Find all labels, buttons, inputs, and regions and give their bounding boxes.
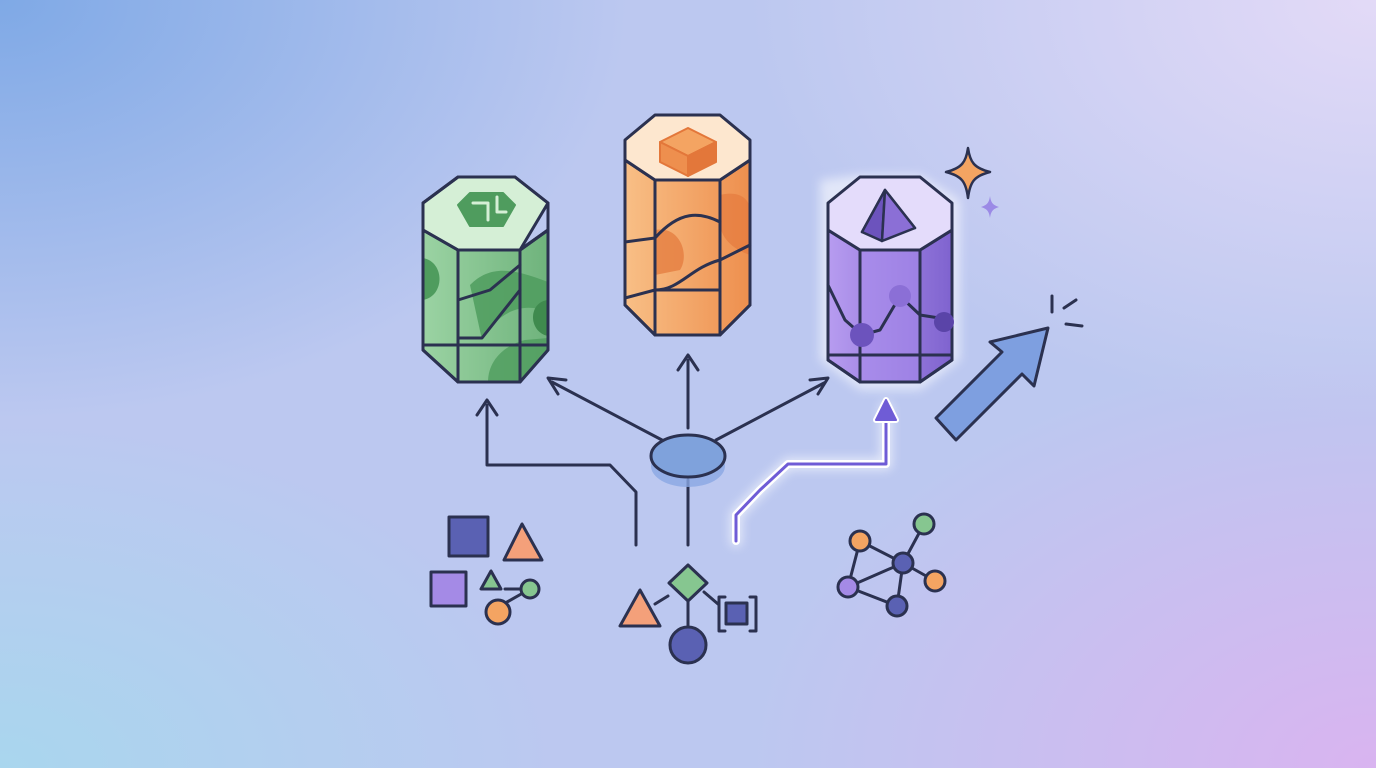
triangle-icon [618,588,662,628]
upward-arrow-icon [934,294,1084,442]
node-link-icon [484,578,541,626]
triangle-icon [502,522,544,562]
network-graph-icon [836,512,947,618]
purple-pillar [820,175,960,390]
orange-pillar [623,113,752,337]
cube-outline-icon [457,192,516,227]
graph-cluster-right [836,512,947,618]
sparkle-icon [944,146,999,218]
bracket-square-icon [717,595,758,633]
highlighted-route [730,397,899,547]
green-pillar [421,175,550,384]
hub-node-icon [649,433,727,487]
pyramid-icon [860,188,917,243]
circle-icon [668,625,708,665]
cube-icon [659,127,717,177]
square-icon [429,570,468,608]
square-icon [447,515,490,558]
diamond-icon [667,563,709,603]
shapes-cluster-left [429,515,544,626]
triangle-icon [479,569,503,591]
hub-connections [475,353,830,547]
shapes-cluster-center [618,563,758,665]
